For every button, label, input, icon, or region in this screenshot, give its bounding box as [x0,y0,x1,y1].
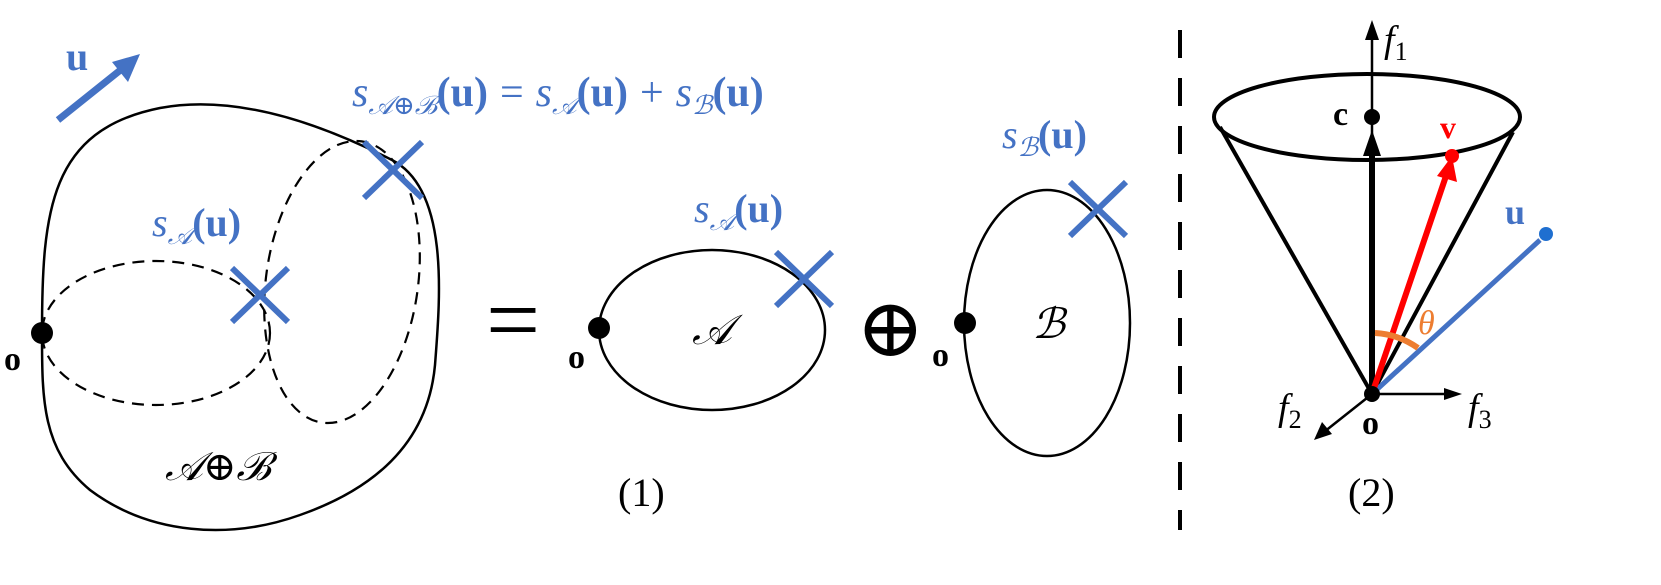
set-b-support-label: sℬ(u) [1002,112,1087,162]
caption-2: (2) [1348,470,1395,515]
sum-set-boundary [40,103,441,532]
inner-support-label-a: s𝒜(u) [152,200,241,250]
set-a-origin-label: o [568,339,585,376]
set-a-origin-point [588,317,610,339]
vector-v [1369,175,1449,395]
panel-2-cone: f1 f3 f2 c u v θ [1212,19,1553,515]
axis-f1-label: f1 [1384,19,1408,66]
sum-support-formula: s𝒜⊕ℬ(u)=s𝒜(u)+sℬ(u) [352,70,764,120]
dir-label-u: u [66,34,88,79]
set-b-origin-point [954,312,976,334]
direction-vector-u-tip [1539,227,1553,241]
origin-point [31,322,53,344]
sum-set-label: 𝒜⊕ℬ [165,444,278,489]
axis-f3-label: f3 [1468,387,1492,434]
set-a-support-cross [773,249,835,309]
support-point-sum-cross [361,139,425,201]
minkowski-oplus: ⊕ [856,283,925,374]
center-label-c: c [1333,96,1348,133]
theta-label: θ [1418,305,1435,342]
direction-arrow-u: u [55,34,140,123]
cone-side-left [1218,126,1374,395]
set-b-origin-label: o [932,337,949,374]
set-b: o ℬ sℬ(u) [932,112,1132,458]
cone-side-right [1370,131,1515,395]
cone-origin-point [1364,386,1380,402]
dashed-set-a [40,259,272,407]
cone-origin-label: o [1362,405,1379,442]
origin-label: o [4,341,21,378]
set-a-name: 𝒜 [692,308,743,354]
set-b-name: ℬ [1032,302,1068,348]
dashed-set-b [263,139,421,425]
axis-f2 [1323,393,1373,433]
panel-1-minkowski-sum: u s𝒜⊕ℬ(u)=s𝒜(u)+sℬ(u) o s𝒜(u) 𝒜⊕ℬ [4,34,1132,532]
axis-f2-label: f2 [1278,387,1302,434]
set-b-support-cross [1067,179,1129,239]
u-label: u [1505,192,1525,232]
cone-top-ellipse [1212,72,1522,162]
center-point-c [1364,109,1380,125]
vector-v-tip [1445,149,1459,163]
set-a: o 𝒜 s𝒜(u) [568,186,835,412]
equals-sign: = [486,266,540,373]
set-a-support-label: s𝒜(u) [694,186,783,236]
caption-1: (1) [618,470,665,515]
v-label: v [1440,109,1456,145]
angle-theta-arc [1374,330,1420,351]
direction-vector-u [1370,238,1542,396]
support-point-a-cross [229,265,291,325]
